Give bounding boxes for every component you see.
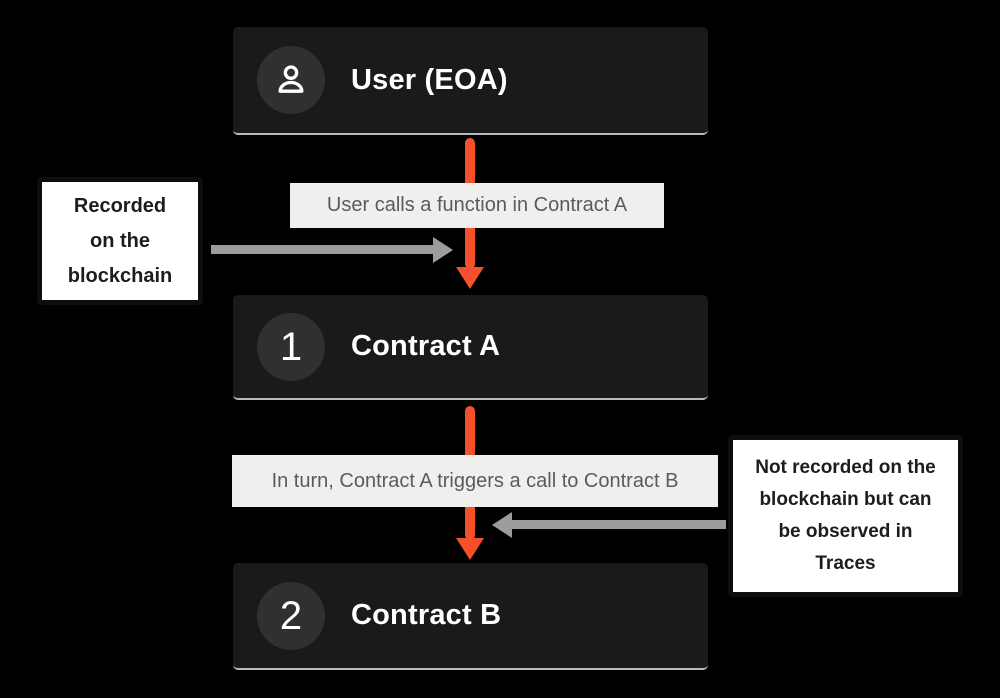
step-badge-1: 1: [257, 312, 325, 381]
step-number: 1: [279, 324, 303, 369]
flow-label-call-1: User calls a function in Contract A: [290, 183, 664, 228]
callout-line: Not recorded on the: [755, 457, 936, 478]
arrow-down-head: [456, 267, 484, 289]
callout-not-recorded-traces: Not recorded on the blockchain but can b…: [728, 435, 963, 597]
flow-label-call-2: In turn, Contract A triggers a call to C…: [232, 455, 718, 507]
node-title: Contract A: [351, 330, 501, 362]
step-number: 2: [279, 593, 303, 638]
arrow-right-head: [433, 237, 453, 263]
user-avatar: [257, 46, 325, 114]
node-title: Contract B: [351, 599, 502, 631]
arrow-line: [211, 245, 434, 254]
callout-line: blockchain: [67, 264, 173, 287]
node-title: User (EOA): [351, 63, 508, 96]
callout-line: blockchain but can: [759, 489, 932, 510]
node-user-eoa: User (EOA): [233, 27, 708, 135]
node-contract-b: 2 Contract B: [233, 563, 708, 670]
arrow-line: [511, 520, 726, 529]
arrow-left-head: [492, 512, 512, 538]
callout-line: be observed in: [778, 521, 913, 542]
callout-line: Recorded: [73, 194, 167, 217]
annotation-arrow-recorded: [211, 237, 453, 263]
annotation-arrow-not-recorded: [492, 512, 726, 538]
arrow-down-head: [456, 538, 484, 560]
callout-recorded-on-blockchain: Recorded on the blockchain: [37, 177, 203, 305]
node-contract-a: 1 Contract A: [233, 295, 708, 400]
person-icon: [278, 65, 304, 93]
callout-line: Traces: [815, 553, 876, 574]
callout-line: on the: [90, 229, 150, 252]
step-badge-2: 2: [257, 581, 325, 650]
